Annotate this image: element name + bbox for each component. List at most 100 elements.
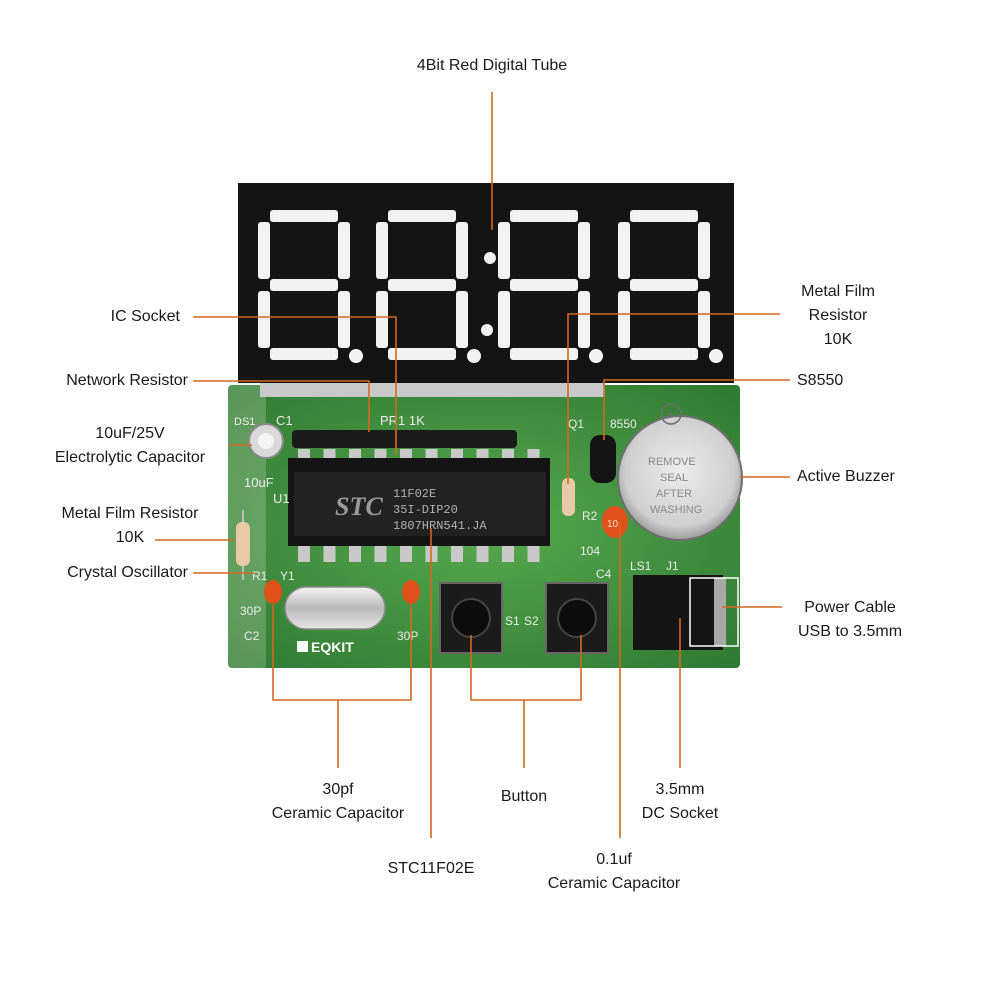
buzzer-text-3: AFTER <box>656 488 692 500</box>
leader-button <box>470 635 582 701</box>
button-s1-cap <box>451 598 491 638</box>
silk-c4: C4 <box>596 567 612 581</box>
label-resistor-right-line2: Resistor <box>808 307 868 324</box>
ic-pin-bottom-2 <box>323 546 336 562</box>
silk-y1: Y1 <box>280 569 295 583</box>
buzzer-text-1: REMOVE <box>648 456 696 468</box>
buzzer-text-2: SEAL <box>660 472 688 484</box>
resistor-left <box>236 522 250 566</box>
silk-j1: J1 <box>666 559 679 573</box>
colon-dot-bottom <box>481 324 493 336</box>
chip-line-3: 1807HRN541.JA <box>393 519 487 533</box>
silk-u1: U1 <box>273 491 290 506</box>
label-dc-socket-line2: DC Socket <box>641 805 719 822</box>
leader-lines <box>155 92 790 838</box>
digit-3-segment-2 <box>578 222 590 279</box>
button-s2-cap <box>557 598 597 638</box>
silk-c1: C1 <box>276 413 293 428</box>
digit-2-segment-1 <box>388 210 456 222</box>
buzzer-plus-mark <box>660 403 682 425</box>
digit-3-segment-1 <box>510 210 578 222</box>
digit-4-segment-1 <box>630 210 698 222</box>
digit-1-segment-1 <box>270 210 338 222</box>
display-strip <box>260 383 605 397</box>
silk-r1: R1 <box>252 569 268 583</box>
digit-3-segment-7 <box>510 279 578 291</box>
digit-2-segment-7 <box>388 279 456 291</box>
digit-1-segment-4 <box>270 348 338 360</box>
chip-line-2: 35I-DIP20 <box>393 503 458 517</box>
label-electrolytic-line2: Electrolytic Capacitor <box>54 449 206 466</box>
label-30pf-line2: Ceramic Capacitor <box>271 805 405 822</box>
ic-pin-bottom-7 <box>451 546 463 562</box>
label-power-cable: Power Cable USB to 3.5mm <box>780 596 920 644</box>
label-dc-socket: 3.5mm DC Socket <box>620 778 740 826</box>
label-crystal-oscillator: Crystal Oscillator <box>67 564 188 581</box>
label-button: Button <box>500 788 548 805</box>
digit-1-segment-6 <box>258 222 270 279</box>
label-electrolytic-capacitor: 10uF/25V Electrolytic Capacitor <box>40 422 220 470</box>
silk-30p-right: 30P <box>397 629 418 643</box>
silk-c2: C2 <box>244 629 260 643</box>
silk-10uf: 10uF <box>244 475 274 490</box>
label-30pf-line1: 30pf <box>322 781 354 798</box>
resistor-right <box>562 478 575 516</box>
label-dc-socket-line1: 3.5mm <box>655 781 705 798</box>
silk-ls1: LS1 <box>630 559 652 573</box>
label-power-cable-line2: USB to 3.5mm <box>797 623 903 640</box>
label-ceramic-01: 0.1uf Ceramic Capacitor <box>534 848 694 896</box>
ic-pin-bottom-5 <box>400 546 412 562</box>
digit-4-segment-6 <box>618 222 630 279</box>
ic-pin-bottom-10 <box>527 546 540 562</box>
label-ic-socket: IC Socket <box>110 308 180 325</box>
digit-2-segment-6 <box>376 222 388 279</box>
digit-3-decimal-point <box>589 349 603 363</box>
buzzer-text-4: WASHING <box>650 504 702 516</box>
label-active-buzzer: Active Buzzer <box>797 468 895 485</box>
chip-line-1: 11F02E <box>393 487 436 501</box>
digit-4-decimal-point <box>709 349 723 363</box>
digit-1-segment-3 <box>338 291 350 348</box>
digit-4-segment-2 <box>698 222 710 279</box>
buzzer-plus: + <box>665 406 674 423</box>
silk-30p-left: 30P <box>240 604 261 618</box>
digit-1-segment-2 <box>338 222 350 279</box>
digit-3-segment-5 <box>498 291 510 348</box>
label-resistor-right-line3: 10K <box>823 331 853 348</box>
brand-logo: EQKIT <box>311 639 354 655</box>
label-resistor-left: Metal Film Resistor 10K <box>40 502 220 550</box>
leader-ic-socket <box>193 316 397 455</box>
digit-4-segment-3 <box>698 291 710 348</box>
digit-4-segment-5 <box>618 291 630 348</box>
active-buzzer <box>617 415 743 541</box>
ic-pin-bottom-8 <box>476 546 489 562</box>
ic-pin-bottom-4 <box>374 546 387 562</box>
label-resistor-right: Metal Film Resistor 10K <box>778 280 898 352</box>
digit-1-decimal-point <box>349 349 363 363</box>
label-mcu: STC11F02E <box>387 860 475 877</box>
digit-1-segment-7 <box>270 279 338 291</box>
ic-pin-bottom-1 <box>298 546 310 562</box>
digit-2-segment-4 <box>388 348 456 360</box>
silk-ds1: DS1 <box>234 416 255 428</box>
silk-r2: R2 <box>582 509 598 523</box>
label-ceramic-01-line1: 0.1uf <box>596 851 632 868</box>
label-ceramic-01-line2: Ceramic Capacitor <box>547 875 681 892</box>
label-s8550: S8550 <box>797 372 844 389</box>
ceramic-cap-right <box>402 580 420 604</box>
digit-4-segment-4 <box>630 348 698 360</box>
ceramic-cap-104 <box>602 506 628 538</box>
label-resistor-left-line2: 10K <box>115 529 145 546</box>
digit-4-segment-7 <box>630 279 698 291</box>
electrolytic-capacitor-top <box>258 433 274 449</box>
silk-pr1: PR1 1K <box>380 413 425 428</box>
mcu-chip <box>294 472 546 536</box>
label-power-cable-line1: Power Cable <box>804 599 896 616</box>
digit-3-segment-3 <box>578 291 590 348</box>
leader-30pf <box>272 605 412 701</box>
network-resistor <box>292 430 517 448</box>
silk-s1: S1 <box>505 614 520 628</box>
dc-socket-outline <box>689 577 739 647</box>
leader-s8550 <box>603 379 790 440</box>
silk-q1: Q1 <box>568 417 584 431</box>
